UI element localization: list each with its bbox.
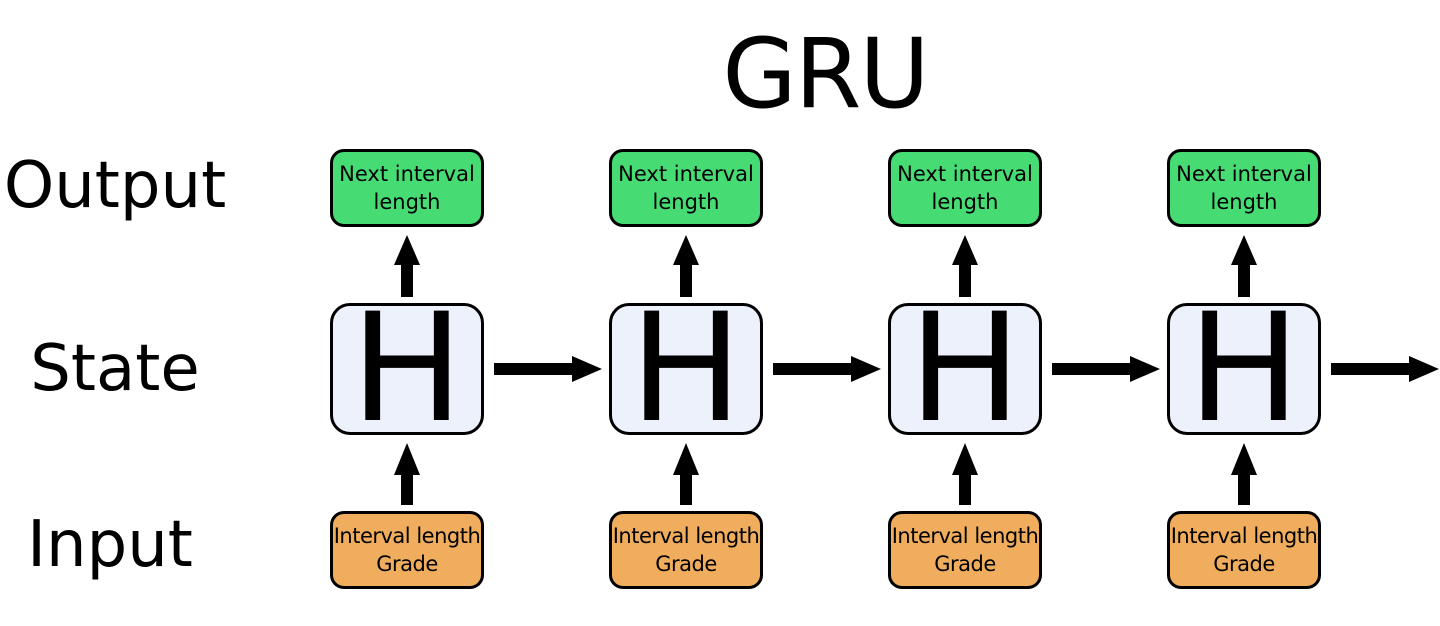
output-box: Next interval length [330,149,484,227]
output-line: Next interval [339,162,475,186]
arrow-right-icon [1052,356,1160,382]
state-box: H [609,294,763,444]
arrow-up-icon [952,443,978,505]
input-line: Grade [1213,552,1275,576]
input-line: Interval length [891,524,1039,548]
row-label-input: Input [27,508,193,582]
output-line: length [931,190,999,214]
input-line: Interval length [333,524,481,548]
arrow-up-icon [394,443,420,505]
output-line: length [1210,190,1278,214]
arrow-up-icon [1231,235,1257,297]
state-box: H [330,294,484,444]
output-box: Next interval length [888,149,1042,227]
state-box: H [1167,294,1321,444]
arrow-right-icon [1331,356,1439,382]
input-line: Grade [934,552,996,576]
output-line: Next interval [618,162,754,186]
output-box: Next interval length [609,149,763,227]
arrow-up-icon [1231,443,1257,505]
input-line: Interval length [612,524,760,548]
arrow-right-icon [773,356,881,382]
output-line: length [652,190,720,214]
arrow-up-icon [952,235,978,297]
state-box: H [888,294,1042,444]
input-line: Interval length [1170,524,1318,548]
output-line: length [373,190,441,214]
diagram-title: GRU [722,18,929,130]
arrow-up-icon [394,235,420,297]
output-line: Next interval [897,162,1033,186]
arrow-up-icon [673,443,699,505]
input-line: Grade [376,552,438,576]
input-line: Grade [655,552,717,576]
arrow-right-icon [494,356,602,382]
row-label-output: Output [3,149,227,223]
output-box: Next interval length [1167,149,1321,227]
arrow-up-icon [673,235,699,297]
row-label-state: State [30,332,200,406]
output-line: Next interval [1176,162,1312,186]
